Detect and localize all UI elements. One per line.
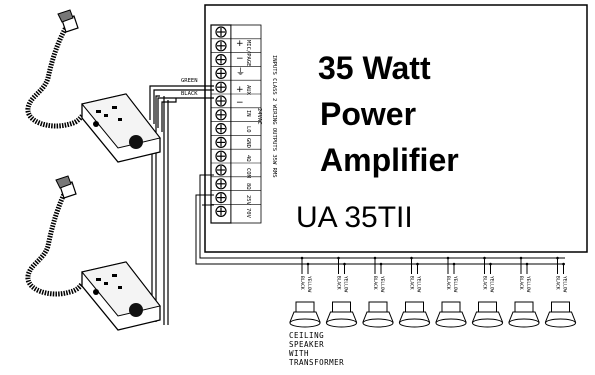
mic-wiring: [149, 85, 214, 325]
terminal-label-gnd: GND: [245, 138, 251, 148]
mic-speaker-grille-2: [129, 303, 143, 317]
speaker-caption-line-1: CEILING: [289, 331, 325, 340]
speaker-wire-label-yellow: YELLOW: [525, 276, 531, 293]
speaker-wire-label-yellow: YELLOW: [306, 276, 312, 293]
svg-text:−: −: [236, 98, 244, 108]
speaker-wire-label-black: BLACK: [518, 276, 524, 290]
svg-text:+: +: [236, 39, 244, 49]
microphone-1: [25, 9, 161, 163]
svg-text:+: +: [236, 85, 244, 95]
terminal-label-inputs-outputs: INPUTS CLASS 2 WIRING OUTPUTS 35W RMS: [271, 55, 277, 178]
terminal-label-24vac: 24VAC: [256, 108, 262, 125]
polarity-marks: + − ⏚ + −: [236, 39, 245, 108]
terminal-strip: [210, 24, 262, 224]
title-line-3: Amplifier: [320, 142, 459, 178]
speaker-caption: CEILING SPEAKER WITH TRANSFORMER: [289, 331, 344, 367]
speaker-caption-line-4: TRANSFORMER: [289, 358, 345, 367]
speaker-wire-label-yellow: YELLOW: [562, 276, 568, 293]
terminal-label-aux: AUX: [245, 85, 251, 96]
title-line-2: Power: [320, 96, 417, 132]
terminal-label-in: IN: [245, 110, 251, 117]
speaker-wire-label-yellow: YELLOW: [379, 276, 385, 293]
terminal-label-lo: LO: [245, 126, 251, 133]
speaker-wire-label-yellow: YELLOW: [343, 276, 349, 293]
mic-speaker-grille-1: [129, 135, 143, 149]
speaker-caption-line-2: SPEAKER: [289, 340, 325, 349]
model-number: UA 35TII: [296, 201, 413, 234]
speaker-wire-label-black: BLACK: [482, 276, 488, 290]
gooseneck-1: [25, 22, 84, 129]
speaker-wire-label-yellow: YELLOW: [416, 276, 422, 293]
wire-label-green: GREEN: [181, 78, 198, 84]
terminal-label-4ohm: 4Ω: [245, 155, 251, 162]
speaker-wire-label-yellow: YELLOW: [452, 276, 458, 293]
microphone-2: [25, 175, 161, 331]
speaker-wire-label-black: BLACK: [409, 276, 415, 290]
speaker-caption-line-3: WITH: [289, 349, 310, 358]
terminal-label-8ohm: 8Ω: [245, 183, 251, 190]
speaker-wire-label-black: BLACK: [445, 276, 451, 290]
terminal-label-25v: 25V: [245, 195, 251, 206]
speaker-wire-label-black: BLACK: [372, 276, 378, 290]
terminal-labels: MIC/PAGE INPUTS CLASS 2 WIRING OUTPUTS 3…: [245, 40, 277, 219]
wire-label-black: BLACK: [181, 91, 198, 97]
svg-text:⏚: ⏚: [236, 67, 245, 78]
speaker-wire-label-yellow: YELLOW: [489, 276, 495, 293]
terminal-label-com: COM: [245, 168, 251, 179]
speaker-wire-label-black: BLACK: [336, 276, 342, 290]
svg-text:−: −: [236, 54, 244, 64]
amplifier-enclosure: [204, 4, 588, 253]
speaker-wire-label-black: BLACK: [555, 276, 561, 290]
terminal-label-70v: 70V: [245, 208, 251, 219]
terminal-label-mic-page: MIC/PAGE: [245, 40, 251, 67]
gooseneck-2: [25, 188, 84, 297]
speaker-wire-label-black: BLACK: [299, 276, 305, 290]
title-line-1: 35 Watt: [318, 50, 431, 86]
